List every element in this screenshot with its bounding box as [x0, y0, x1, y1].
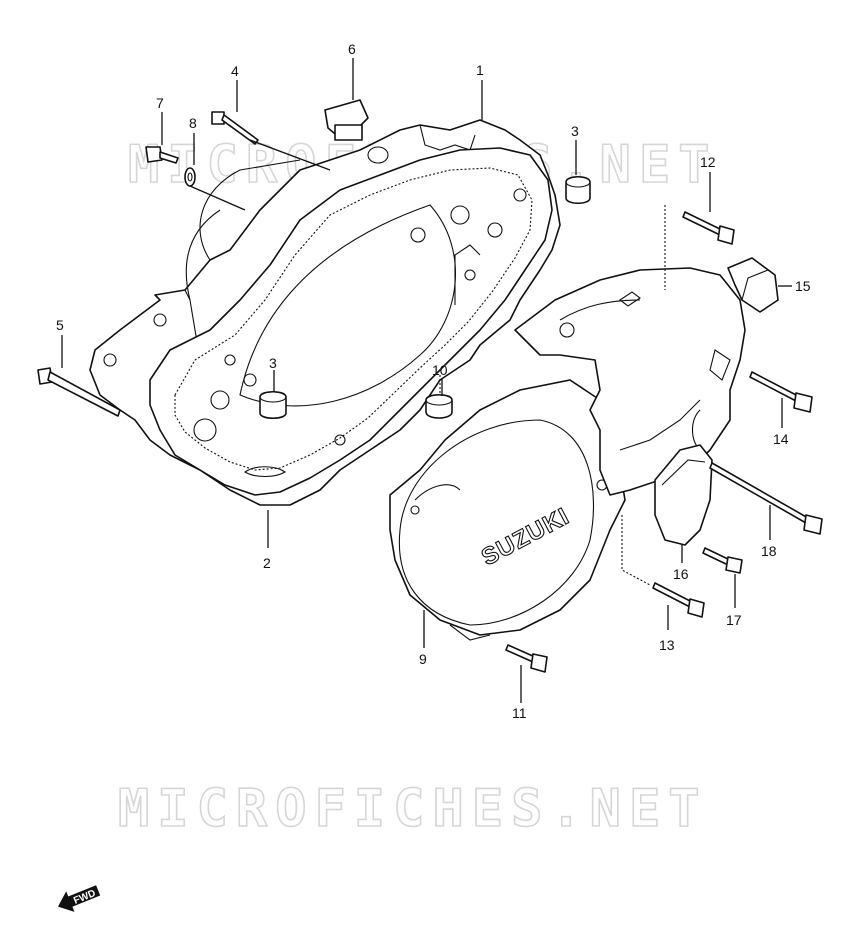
- callout-4: 4: [231, 63, 239, 79]
- fwd-label: FWD: [72, 888, 97, 907]
- callout-14: 14: [773, 431, 789, 447]
- ref-line-13: [621, 515, 651, 586]
- callout-13: 13: [659, 637, 675, 653]
- callout-12: 12: [700, 154, 716, 170]
- callout-7: 7: [156, 95, 164, 111]
- bolt-18: [709, 462, 823, 535]
- bolt-14: [749, 371, 813, 413]
- callout-8: 8: [189, 115, 197, 131]
- watermark-bottom: MICROFICHES.NET: [118, 779, 708, 839]
- bolt-12: [682, 211, 735, 245]
- bolt-17: [702, 547, 743, 574]
- bolt-7: [145, 146, 179, 164]
- bolt-4: [211, 111, 259, 145]
- callout-18: 18: [761, 543, 777, 559]
- dowel-pin-10: [425, 393, 453, 419]
- washer-8: [184, 167, 196, 187]
- gasket: [149, 147, 553, 496]
- fwd-badge: FWD: [58, 885, 101, 912]
- callout-1: 1: [476, 62, 484, 78]
- bolt-5: [37, 367, 121, 417]
- bolt-13: [652, 582, 705, 618]
- bolt-11: [505, 644, 548, 673]
- oil-filler-plug: [324, 99, 389, 164]
- clamp-15: [727, 257, 779, 313]
- dowel-pin-lower: [259, 390, 287, 420]
- callout-16: 16: [673, 566, 689, 582]
- callout-10: 10: [432, 362, 448, 378]
- leader-lines: [61, 58, 792, 703]
- callout-3-lower: 3: [269, 355, 277, 371]
- callout-17: 17: [726, 612, 742, 628]
- callout-2: 2: [263, 555, 271, 571]
- callout-labels: 1 2 3 3 4 5 6 7 8 9 10 11 12 13 14 15 16…: [56, 41, 811, 721]
- callout-9: 9: [419, 651, 427, 667]
- dowel-pin-upper: [565, 175, 591, 205]
- side-cover: SUZUKI: [389, 379, 626, 641]
- cover-16: [654, 444, 713, 546]
- arrow-left-icon: [58, 885, 101, 912]
- callout-11: 11: [512, 705, 527, 721]
- callout-6: 6: [348, 41, 356, 57]
- callout-15: 15: [795, 278, 811, 294]
- callout-3-upper: 3: [571, 123, 579, 139]
- callout-5: 5: [56, 317, 64, 333]
